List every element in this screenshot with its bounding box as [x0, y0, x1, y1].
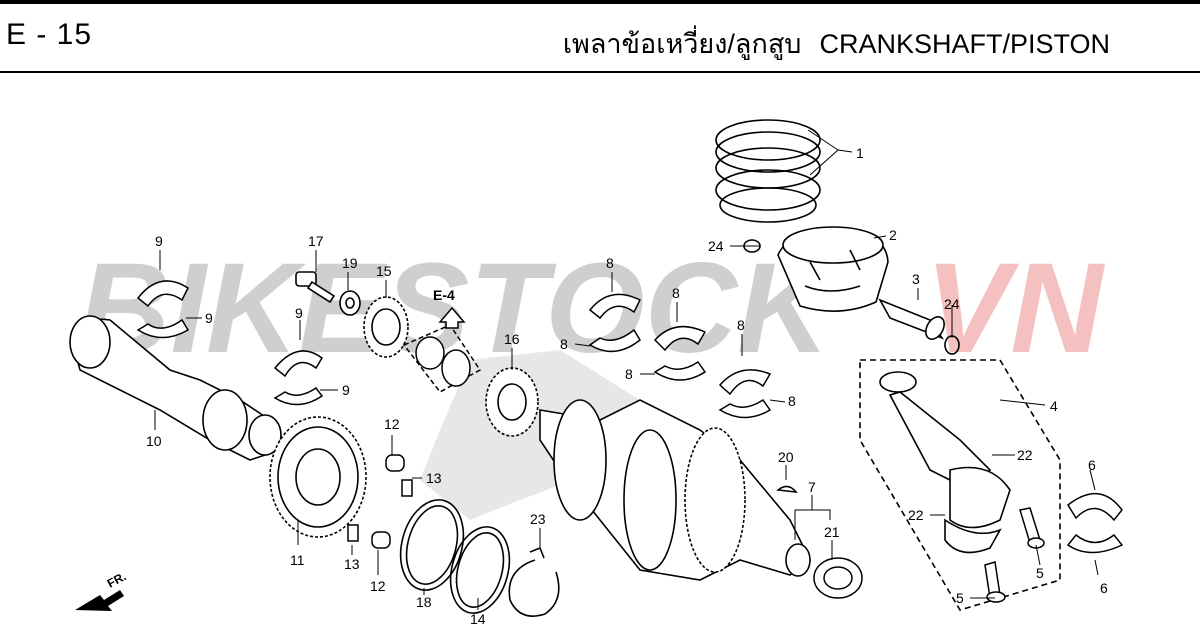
callout-6b: 6 — [1100, 580, 1108, 596]
header-top-rule — [0, 0, 1200, 4]
callout-24b: 24 — [944, 296, 960, 312]
key-and-needle-bearing — [776, 485, 863, 599]
callout-8c: 8 — [672, 285, 680, 301]
reference-label: E-4 — [433, 287, 455, 303]
leader-lines — [154, 129, 1099, 610]
callout-17: 17 — [308, 233, 324, 249]
callout-labels: 1 2 3 4 5 5 6 6 7 8 8 8 8 8 8 9 9 9 9 10… — [146, 145, 1108, 624]
callout-22a: 22 — [1017, 447, 1033, 463]
callout-14: 14 — [470, 611, 486, 624]
reference-subassembly — [402, 306, 482, 393]
callout-18: 18 — [416, 594, 432, 610]
rod-bearings — [1066, 492, 1124, 554]
piston-rings — [715, 119, 821, 223]
connecting-rod — [859, 359, 1061, 611]
callout-6a: 6 — [1088, 457, 1096, 473]
callout-20: 20 — [778, 449, 794, 465]
callout-12a: 12 — [384, 416, 400, 432]
dampers-and-springs — [347, 454, 413, 549]
page-code: E - 15 — [6, 18, 93, 51]
callout-21: 21 — [824, 524, 840, 540]
main-crankshaft — [539, 399, 812, 581]
shading-region — [420, 350, 640, 520]
title-thai: เพลาข้อเหวี่ยง/ลูกสูบ — [562, 29, 802, 59]
callout-11: 11 — [290, 552, 305, 568]
callout-19: 19 — [342, 255, 358, 271]
front-direction-label: FR. — [105, 569, 129, 590]
callout-13a: 13 — [426, 470, 442, 486]
callout-8a: 8 — [606, 255, 614, 271]
callout-12b: 12 — [370, 578, 386, 594]
callout-8d: 8 — [625, 366, 633, 382]
piston-pin — [878, 298, 945, 340]
front-direction-arrow — [75, 590, 124, 611]
connecting-rod-bolts — [984, 507, 1045, 603]
callout-3: 3 — [912, 271, 920, 287]
exploded-parts-diagram: BIKESTOCK VN — [69, 119, 1124, 624]
callout-9a: 9 — [155, 233, 163, 249]
callout-8b: 8 — [560, 336, 568, 352]
main-bearings — [588, 293, 772, 419]
circlip — [508, 546, 560, 617]
callout-23: 23 — [530, 511, 546, 527]
crank-bearings-left — [136, 280, 324, 406]
page-title: เพลาข้อเหวี่ยง/ลูกสูบ CRANKSHAFT/PISTON — [563, 22, 1110, 65]
callout-8e: 8 — [737, 317, 745, 333]
callout-5b: 5 — [956, 590, 964, 606]
callout-4: 4 — [1050, 398, 1058, 414]
primary-drive-gear — [269, 416, 367, 538]
callout-15: 15 — [376, 263, 392, 279]
callout-5a: 5 — [1036, 565, 1044, 581]
callout-22b: 22 — [908, 507, 924, 523]
left-crankshaft — [69, 315, 282, 461]
piston — [777, 226, 889, 312]
callout-13b: 13 — [344, 556, 360, 572]
callout-7: 7 — [808, 479, 816, 495]
callout-8f: 8 — [788, 393, 796, 409]
callout-10: 10 — [146, 433, 162, 449]
callout-2: 2 — [889, 227, 897, 243]
watermark-text-accent: VN — [925, 237, 1105, 380]
callout-24a: 24 — [708, 238, 724, 254]
callout-1: 1 — [856, 145, 864, 161]
page-header: E - 15 เพลาข้อเหวี่ยง/ลูกสูบ CRANKSHAFT/P… — [0, 0, 1200, 74]
title-english: CRANKSHAFT/PISTON — [819, 29, 1110, 59]
seal-rings — [399, 499, 511, 614]
callout-9d: 9 — [342, 382, 350, 398]
callout-9b: 9 — [205, 310, 213, 326]
callout-16: 16 — [504, 331, 520, 347]
header-bottom-rule — [0, 71, 1200, 73]
callout-9c: 9 — [295, 305, 303, 321]
